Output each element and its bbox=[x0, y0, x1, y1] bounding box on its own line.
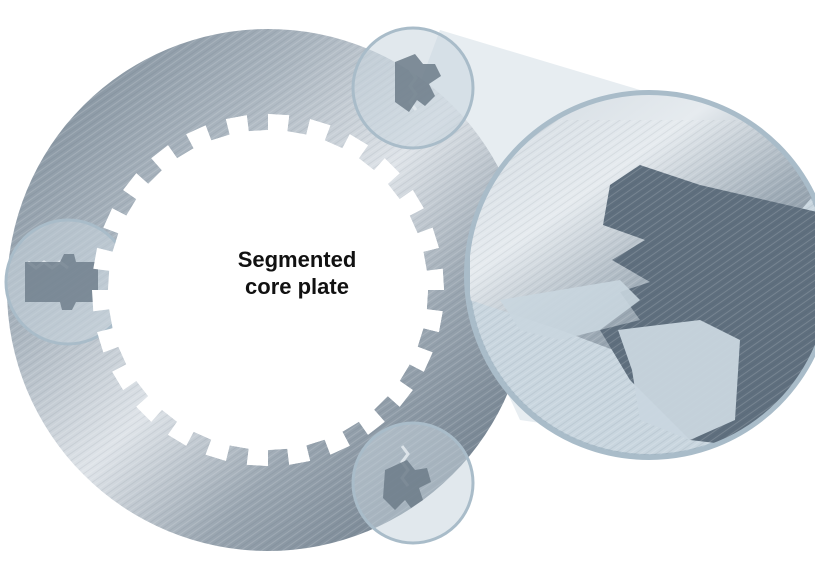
diagram-label: Segmented core plate bbox=[197, 246, 397, 300]
label-line-2: core plate bbox=[245, 274, 349, 299]
label-line-1: Segmented bbox=[237, 247, 357, 272]
magnifier-bottom bbox=[351, 421, 475, 545]
zoom-detail bbox=[464, 90, 815, 460]
core-plate-inner-teeth bbox=[92, 114, 444, 466]
magnifier-top-right bbox=[351, 26, 475, 150]
